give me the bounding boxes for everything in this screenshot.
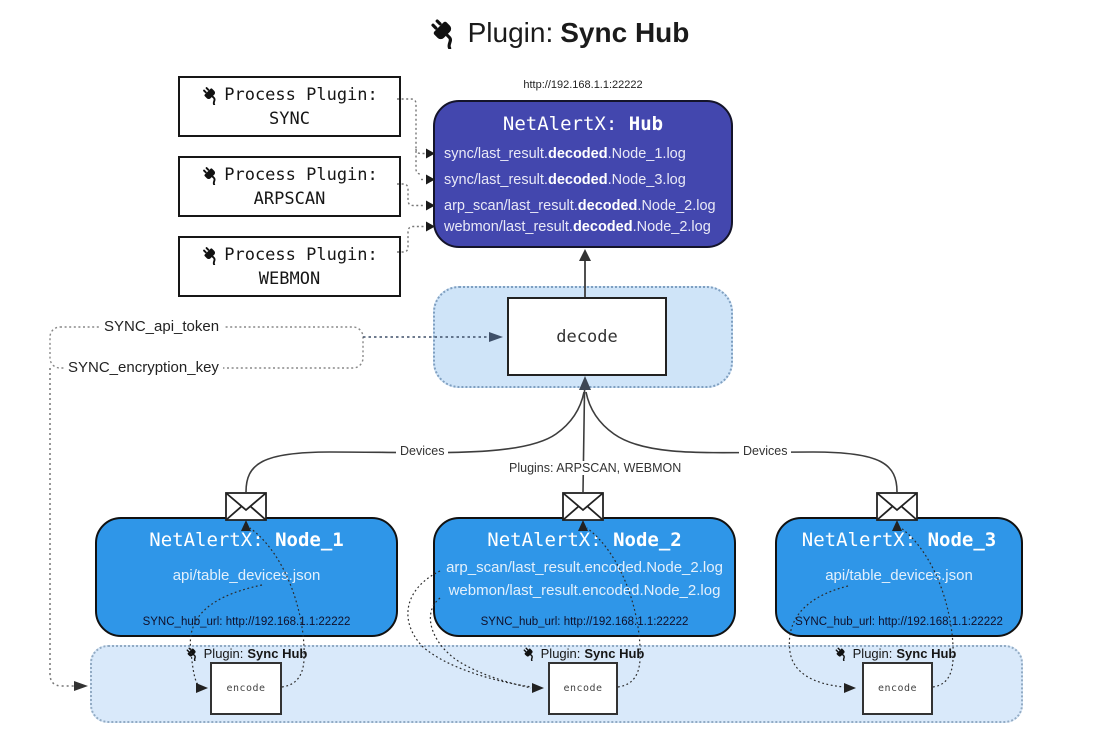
- nodes-to-decode-curves: [245, 380, 898, 493]
- sync-encryption-key-label: SYNC_encryption_key: [64, 359, 223, 376]
- encoder-3-label: Plugin: Sync Hub: [809, 646, 981, 661]
- plug-icon: [834, 646, 849, 661]
- devices-right-label: Devices: [739, 444, 792, 458]
- hub-log-line: sync/last_result.decoded.Node_1.log: [444, 146, 686, 162]
- node-hub-url: SYNC_hub_url: http://192.168.1.1:22222: [480, 616, 689, 628]
- hub-log-line: sync/last_result.decoded.Node_3.log: [444, 172, 686, 188]
- process-plugin-name: SYNC: [269, 108, 310, 129]
- encode-box-3: encode: [862, 662, 933, 715]
- encode-box-2: encode: [548, 662, 618, 715]
- encode-box-1: encode: [210, 662, 282, 715]
- plug-icon: [428, 16, 461, 49]
- plug-icon: [185, 646, 200, 661]
- key-to-band-line: [49, 368, 74, 687]
- hub-title-name: Hub: [628, 113, 664, 135]
- node-title-prefix: NetAlertX:: [149, 529, 276, 551]
- process-plugin-webmon: Process Plugin: WEBMON: [178, 236, 401, 297]
- hub-title-prefix: NetAlertX:: [502, 113, 629, 135]
- plug-icon: [201, 165, 221, 185]
- process-plugin-label: Process Plugin:: [224, 244, 378, 265]
- node-title-name: Node_3: [927, 529, 997, 551]
- encoder-2-label: Plugin: Sync Hub: [497, 646, 669, 661]
- plug-icon: [201, 245, 221, 265]
- node-file: arp_scan/last_result.encoded.Node_2.log: [446, 559, 723, 576]
- process-plugin-arpscan: Process Plugin: ARPSCAN: [178, 156, 401, 217]
- node-file: api/table_devices.json: [825, 567, 973, 584]
- decode-to-hub-arrow: [579, 249, 591, 261]
- plug-icon: [201, 85, 221, 105]
- encoder-1-label: Plugin: Sync Hub: [160, 646, 332, 661]
- hub-log-line: arp_scan/last_result.decoded.Node_2.log: [444, 198, 716, 214]
- node-2-box: NetAlertX: Node_2 arp_scan/last_result.e…: [433, 517, 736, 637]
- node-file: webmon/last_result.encoded.Node_2.log: [448, 582, 721, 599]
- process-plugin-name: ARPSCAN: [253, 188, 326, 209]
- node-title-name: Node_1: [275, 529, 344, 551]
- hub-title: NetAlertX: Hub: [435, 113, 731, 135]
- plugins-mid-label: Plugins: ARPSCAN, WEBMON: [505, 461, 686, 475]
- sync-api-token-label: SYNC_api_token: [100, 318, 224, 335]
- node-file: api/table_devices.json: [172, 567, 321, 584]
- node-title-prefix: NetAlertX:: [801, 529, 928, 551]
- node-1-box: NetAlertX: Node_1 api/table_devices.json…: [95, 517, 398, 637]
- envelope-icons: [225, 492, 918, 521]
- plugin-to-hub-connectors: [397, 98, 425, 253]
- process-plugin-label: Process Plugin:: [224, 84, 378, 105]
- title-prefix: Plugin:: [467, 16, 554, 48]
- hub-log-lines: sync/last_result.decoded.Node_1.log sync…: [435, 144, 731, 238]
- process-plugin-sync: Process Plugin: SYNC: [178, 76, 401, 137]
- node-hub-url: SYNC_hub_url: http://192.168.1.1:22222: [142, 616, 351, 628]
- key-to-band-arrow: [74, 681, 88, 691]
- node-title-prefix: NetAlertX:: [487, 529, 614, 551]
- node-title-name: Node_2: [613, 529, 682, 551]
- decode-box: decode: [507, 297, 667, 376]
- plug-icon: [522, 646, 537, 661]
- node-3-box: NetAlertX: Node_3 api/table_devices.json…: [775, 517, 1023, 637]
- hub-url-label: http://192.168.1.1:22222: [523, 79, 643, 91]
- page-title: Plugin: Sync Hub: [0, 16, 1117, 49]
- node-hub-url: SYNC_hub_url: http://192.168.1.1:22222: [795, 616, 1003, 628]
- devices-left-label: Devices: [396, 444, 449, 458]
- process-plugin-name: WEBMON: [258, 268, 321, 289]
- hub-log-line: webmon/last_result.decoded.Node_2.log: [444, 219, 711, 235]
- process-plugin-label: Process Plugin:: [224, 164, 378, 185]
- hub-box: NetAlertX: Hub sync/last_result.decoded.…: [433, 100, 733, 248]
- title-name: Sync Hub: [560, 16, 690, 48]
